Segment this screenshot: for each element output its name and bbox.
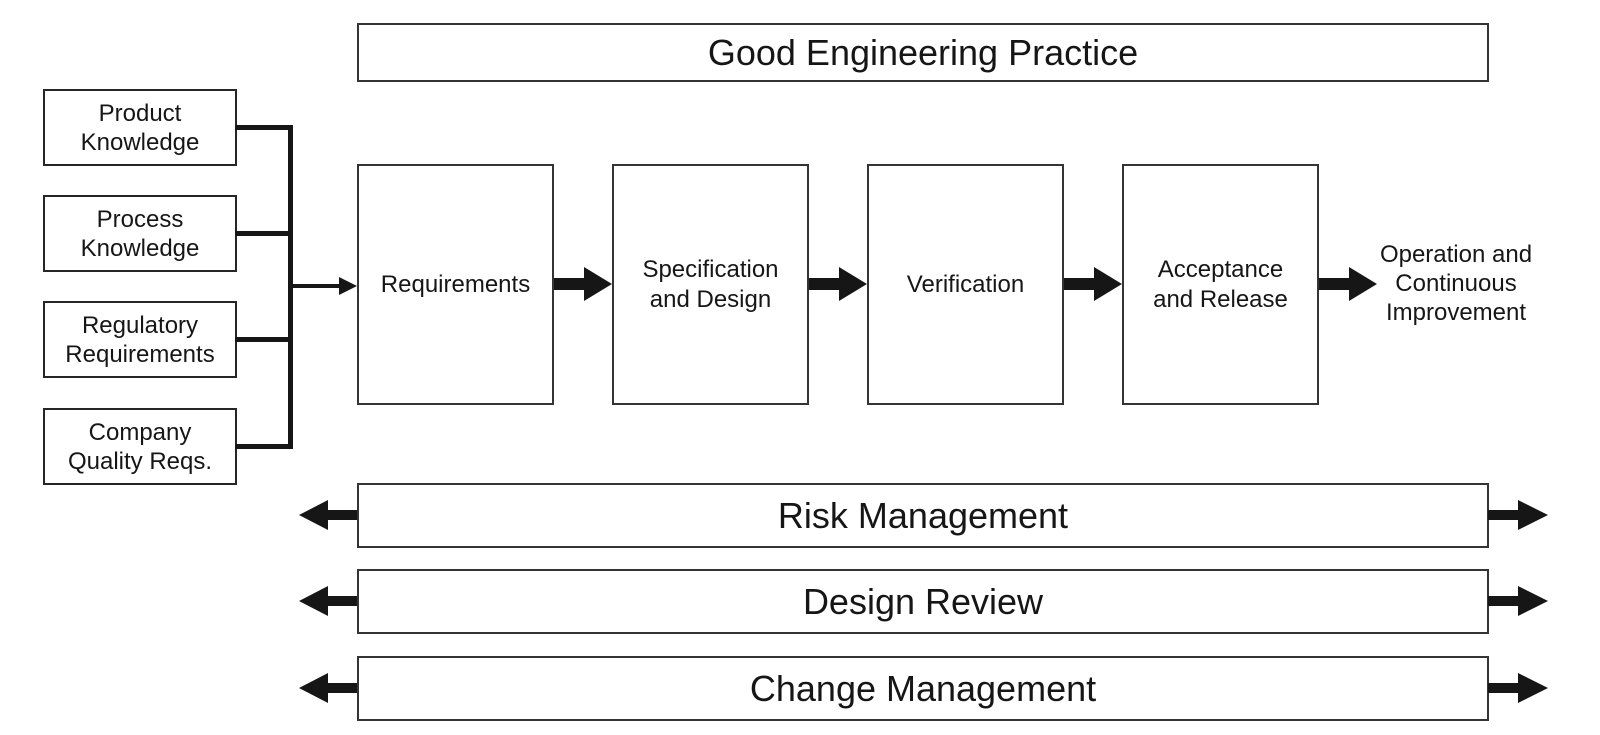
bar-right-arrow-shape	[1488, 586, 1548, 616]
input-box-company-quality-reqs: Company Quality Reqs.	[43, 408, 237, 485]
inputs-merge-arrow-icon	[291, 277, 357, 295]
input-label-line: Regulatory	[81, 311, 199, 339]
flow-arrow-shape	[809, 267, 867, 301]
support-bar-change-management: Change Management	[357, 656, 1489, 721]
support-bar-risk-management: Risk Management	[357, 483, 1489, 548]
flow-arrow-shape	[1319, 267, 1377, 301]
flow-arrow-shape	[554, 267, 612, 301]
input-label-line: Knowledge	[80, 128, 200, 156]
stage-box-acceptance-and-release: Acceptance and Release	[1122, 164, 1319, 405]
support-bar-label: Design Review	[802, 580, 1044, 622]
stage-label-line: Specification	[642, 255, 779, 283]
bar-right-arrow-shape	[1488, 673, 1548, 703]
bar-left-arrow-shape	[299, 586, 358, 616]
connector-stub-line	[235, 444, 290, 449]
gep-banner-label: Good Engineering Practice	[707, 31, 1139, 73]
connector-stub-line	[235, 125, 290, 130]
bar-left-arrow-icon	[299, 673, 358, 703]
outcome-label-line: Improvement	[1385, 299, 1527, 326]
input-box-product-knowledge: Product Knowledge	[43, 89, 237, 166]
connector-trunk-line	[288, 125, 293, 449]
outcome-label-line: Continuous	[1395, 270, 1517, 297]
stage-box-specification-and-design: Specification and Design	[612, 164, 809, 405]
connector-stub-line	[235, 337, 290, 342]
stage-label-line: and Design	[649, 285, 772, 313]
input-label-line: Quality Reqs.	[67, 447, 213, 475]
bar-right-arrow-icon	[1488, 586, 1548, 616]
input-label-line: Company	[88, 418, 192, 446]
input-label-line: Requirements	[65, 340, 215, 368]
flow-arrow-icon	[1064, 267, 1122, 301]
input-label-line: Process	[96, 205, 184, 233]
inputs-merge-arrow-shape	[291, 277, 357, 295]
stage-box-verification: Verification	[867, 164, 1064, 405]
stage-label-line: and Release	[1153, 285, 1288, 313]
flow-arrow-icon	[1319, 267, 1377, 301]
stage-label-line: Requirements	[380, 270, 531, 298]
bar-left-arrow-icon	[299, 500, 358, 530]
bar-right-arrow-shape	[1488, 500, 1548, 530]
connector-stub-line	[235, 231, 290, 236]
support-bar-label: Risk Management	[777, 494, 1069, 536]
outcome-text-operation-continuous-improvement: Operation and Continuous Improvement	[1368, 240, 1544, 327]
input-box-regulatory-requirements: Regulatory Requirements	[43, 301, 237, 378]
input-box-process-knowledge: Process Knowledge	[43, 195, 237, 272]
input-label-line: Product	[98, 99, 182, 127]
gep-banner: Good Engineering Practice	[357, 23, 1489, 82]
support-bar-label: Change Management	[749, 667, 1097, 709]
stage-label-line: Acceptance	[1157, 255, 1284, 283]
stage-label-line: Verification	[906, 270, 1025, 298]
flow-arrow-icon	[554, 267, 612, 301]
bar-right-arrow-icon	[1488, 673, 1548, 703]
stage-box-requirements: Requirements	[357, 164, 554, 405]
flow-arrow-shape	[1064, 267, 1122, 301]
support-bar-design-review: Design Review	[357, 569, 1489, 634]
bar-left-arrow-shape	[299, 673, 358, 703]
bar-right-arrow-icon	[1488, 500, 1548, 530]
bar-left-arrow-icon	[299, 586, 358, 616]
flow-arrow-icon	[809, 267, 867, 301]
input-label-line: Knowledge	[80, 234, 200, 262]
bar-left-arrow-shape	[299, 500, 358, 530]
outcome-label-line: Operation and	[1379, 241, 1533, 268]
